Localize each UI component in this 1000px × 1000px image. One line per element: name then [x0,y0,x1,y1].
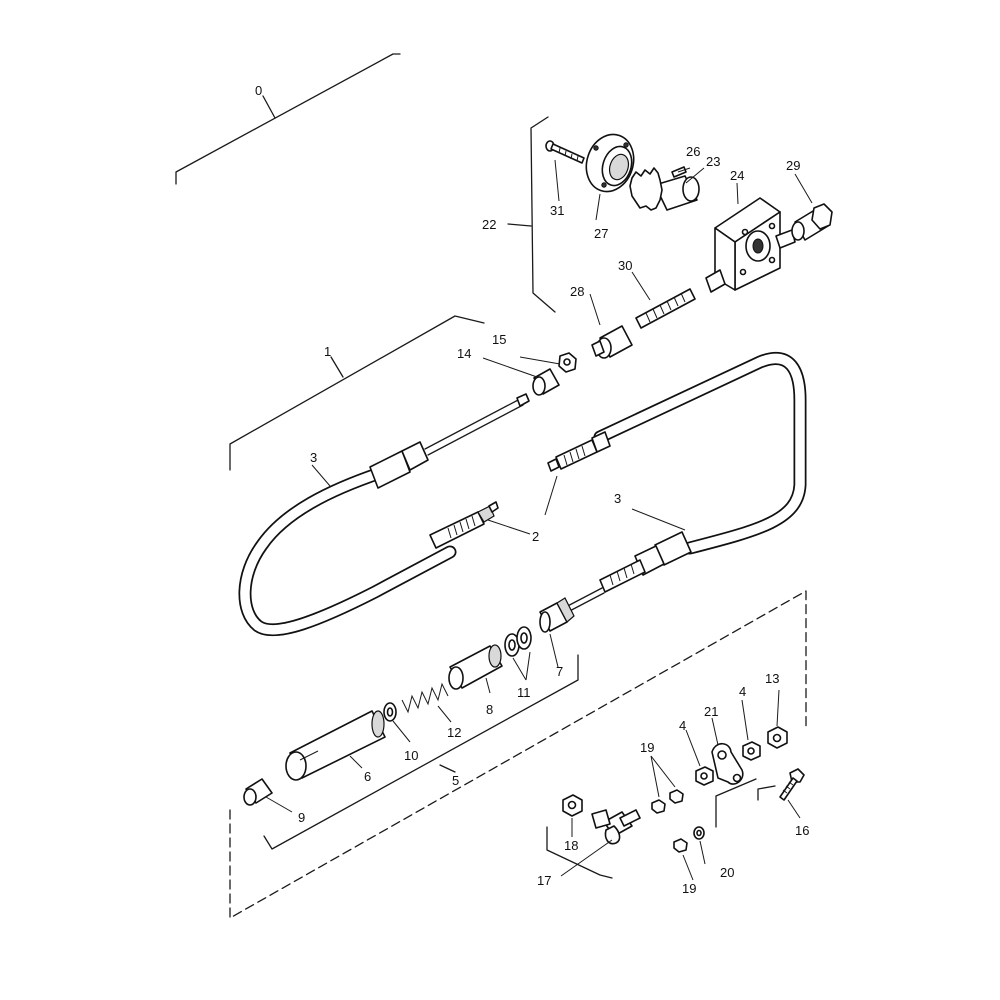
part-16-bolt [779,768,805,801]
part-12-spring [401,682,449,714]
part-4-nut-right [742,741,761,761]
part-6-tube [285,710,386,781]
part-27-flange [585,133,635,193]
cable-loop [238,352,807,637]
label-30: 30 [618,258,632,273]
label-12: 12 [447,725,461,740]
label-13: 13 [765,671,779,686]
label-29: 29 [786,158,800,173]
bracket-1 [229,315,485,471]
label-4-left: 4 [679,718,686,733]
leader-lines [265,159,813,881]
label-24: 24 [730,168,744,183]
part-23-gear-shaft [629,167,700,211]
label-11: 11 [517,685,531,700]
label-4-right: 4 [739,684,746,699]
part-28-connector [591,325,633,359]
inner-core-lower [429,501,499,549]
outer-assembly-bracket [229,590,807,919]
part-24-housing [705,197,796,293]
bracket-22 [507,116,556,313]
cable-sleeve-upper [369,441,429,489]
part-15-nut [558,352,577,373]
label-14: 14 [457,346,471,361]
part-11-washers [504,626,532,657]
label-28: 28 [570,284,584,299]
bracket-17 [546,826,613,879]
part-19-nuts-upper [651,789,684,814]
inner-rod-upper [424,393,530,456]
label-3-left: 3 [310,450,317,465]
bracket-20 [715,778,757,828]
label-26: 26 [686,144,700,159]
bracket-16 [757,785,776,801]
part-9-cap [243,778,273,806]
part-19-nut-lower [673,838,688,853]
part-29-nut [791,203,833,241]
inner-core-upper-right [547,431,611,472]
part-30-threaded-rod [635,288,696,329]
label-19-lower: 19 [682,881,696,896]
label-15: 15 [492,332,506,347]
part-7-fitting [539,597,575,633]
bracket-5 [263,654,579,850]
label-10: 10 [404,748,418,763]
label-3-right: 3 [614,491,621,506]
label-7: 7 [556,664,563,679]
label-2: 2 [532,529,539,544]
part-17-ball-joint [591,809,641,845]
label-5: 5 [452,773,459,788]
cable-sleeve-lower [559,531,692,616]
label-8: 8 [486,702,493,717]
part-31-screw [545,140,585,164]
part-21-bracket [711,742,744,785]
label-1: 1 [324,344,331,359]
label-9: 9 [298,810,305,825]
label-0: 0 [255,83,262,98]
label-19-upper: 19 [640,740,654,755]
part-18-nut [562,794,583,817]
label-17: 17 [537,873,551,888]
part-10-washer [383,702,397,722]
label-23: 23 [706,154,720,169]
label-22: 22 [482,217,496,232]
label-27: 27 [594,226,608,241]
label-6: 6 [364,769,371,784]
part-13-nut [767,726,788,749]
part-number-labels: 0 1 2 3 3 4 4 5 6 7 8 9 10 11 12 13 14 1… [255,83,809,896]
part-8-tube [448,644,503,690]
bracket-0 [175,53,401,185]
label-31: 31 [550,203,564,218]
part-20-washer [693,826,705,840]
label-18: 18 [564,838,578,853]
label-20: 20 [720,865,734,880]
part-4-nut-left [695,766,714,786]
label-16: 16 [795,823,809,838]
label-21: 21 [704,704,718,719]
part-14-fitting [532,368,560,396]
